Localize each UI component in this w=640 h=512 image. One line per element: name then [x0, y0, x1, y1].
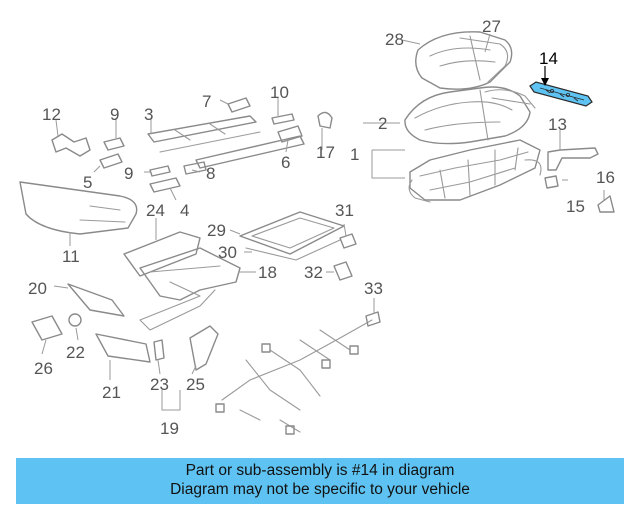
part-5-clip[interactable]	[99, 153, 123, 169]
part-8-cap[interactable]	[183, 161, 207, 175]
part-17-knob[interactable]	[317, 111, 333, 129]
callout-17: 17	[316, 143, 335, 162]
part-11-side-trim[interactable]	[19, 181, 138, 235]
callout-12: 12	[42, 105, 61, 124]
part-33-wiring-harness[interactable]	[215, 311, 381, 435]
callout-9-lower: 9	[124, 164, 133, 183]
part-27-cushion-cover[interactable]	[459, 33, 509, 83]
part-3-rail[interactable]	[147, 115, 261, 153]
banner-line-1: Part or sub-assembly is #14 in diagram	[185, 462, 455, 479]
part-16-end-cap[interactable]	[597, 195, 615, 213]
banner-line-2: Diagram may not be specific to your vehi…	[170, 481, 470, 498]
part-18-lower-frame[interactable]	[139, 247, 241, 331]
callout-33: 33	[364, 279, 383, 298]
leader-lines	[41, 39, 605, 411]
callout-13: 13	[548, 115, 567, 134]
callout-4: 4	[180, 201, 189, 220]
callout-2: 2	[378, 114, 387, 133]
part-7-cover[interactable]	[227, 97, 251, 113]
callout-5: 5	[83, 173, 92, 192]
callout-21: 21	[102, 383, 121, 402]
callout-9-upper: 9	[110, 105, 119, 124]
part-23-lever[interactable]	[153, 339, 165, 361]
part-12-hinge[interactable]	[51, 133, 91, 157]
part-13-bracket[interactable]	[547, 147, 599, 171]
callout-30: 30	[218, 243, 237, 262]
callout-31: 31	[335, 201, 354, 220]
callout-15: 15	[566, 197, 585, 216]
part-1-seat-frame[interactable]	[408, 139, 542, 203]
part-14-highlighted-part[interactable]	[529, 81, 593, 107]
part-4-strip[interactable]	[149, 177, 181, 193]
callout-16: 16	[596, 168, 615, 187]
part-29-frame[interactable]	[239, 211, 345, 255]
callout-25: 25	[186, 375, 205, 394]
callout-8: 8	[206, 164, 215, 183]
part-2-seat-pan[interactable]	[404, 86, 536, 145]
callout-22: 22	[66, 343, 85, 362]
callout-29: 29	[207, 221, 226, 240]
callout-23: 23	[150, 375, 169, 394]
callout-27: 27	[482, 17, 501, 36]
part-9-trim-upper[interactable]	[103, 137, 125, 151]
callout-18: 18	[258, 263, 277, 282]
callout-28: 28	[385, 30, 404, 49]
callout-32: 32	[304, 263, 323, 282]
callout-1: 1	[350, 145, 359, 164]
info-banner: Part or sub-assembly is #14 in diagram D…	[16, 458, 624, 504]
callout-20: 20	[28, 279, 47, 298]
part-20-cover[interactable]	[67, 283, 125, 317]
part-26-tray[interactable]	[31, 315, 63, 341]
part-10-strip[interactable]	[271, 113, 295, 125]
callout-26: 26	[34, 359, 53, 378]
callout-19: 19	[160, 419, 179, 438]
callout-24: 24	[146, 201, 165, 220]
leader-arrow-14	[541, 66, 549, 86]
callout-6: 6	[281, 153, 290, 172]
part-30-mat[interactable]	[245, 239, 341, 261]
part-32-bracket[interactable]	[333, 261, 353, 281]
part-15-clip[interactable]	[544, 175, 559, 189]
callout-14: 14	[539, 49, 558, 68]
part-21-handle[interactable]	[95, 333, 151, 363]
part-31-connector[interactable]	[339, 233, 357, 249]
part-24-panel[interactable]	[123, 231, 201, 277]
callout-7: 7	[202, 92, 211, 111]
part-28-cushion-pad[interactable]	[415, 31, 513, 90]
callout-3: 3	[144, 105, 153, 124]
part-rail-lower[interactable]	[195, 135, 305, 169]
part-22-knob[interactable]	[68, 313, 82, 327]
part-9-trim-lower[interactable]	[149, 165, 171, 177]
part-25-trim[interactable]	[189, 325, 219, 371]
callout-10: 10	[270, 83, 289, 102]
callout-11: 11	[62, 247, 80, 266]
part-6-bracket[interactable]	[277, 125, 303, 143]
